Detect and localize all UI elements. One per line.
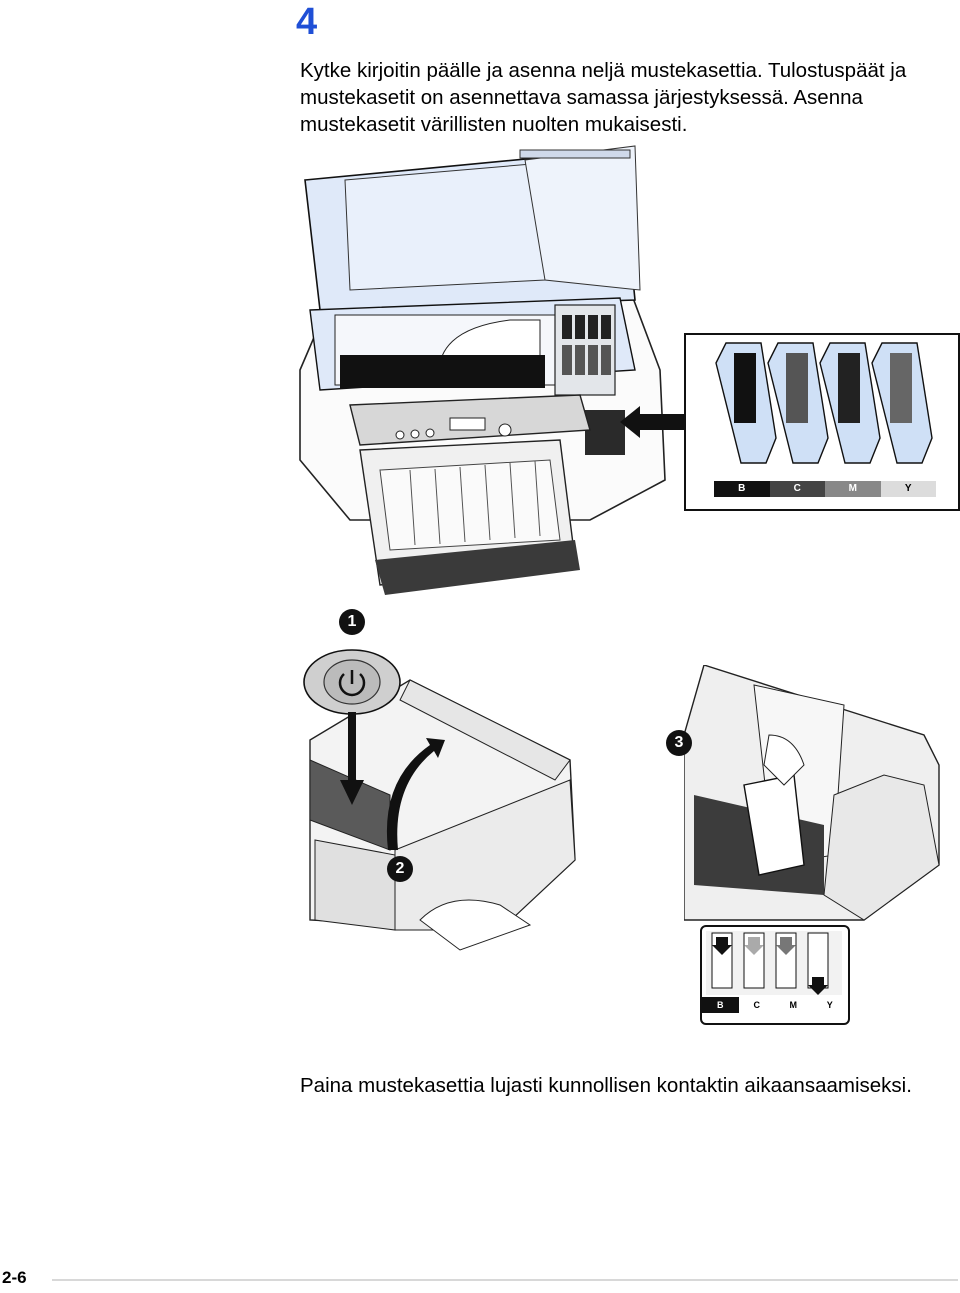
step-badge-1: 1 <box>339 609 365 635</box>
step-number: 4 <box>296 1 318 43</box>
caption-paragraph: Paina mustekasettia lujasti kunnollisen … <box>300 1074 912 1097</box>
power-and-lid-illustration <box>303 649 576 951</box>
cartridge-set-illustration <box>715 342 933 464</box>
slot-label-bar: B C M Y <box>702 997 848 1013</box>
page-number: 2-6 <box>2 1268 27 1287</box>
slot-detail-drawing <box>706 931 842 995</box>
step-badge-1-label: 1 <box>347 613 357 630</box>
color-bar-label-y: Y <box>880 481 936 497</box>
color-bar-label-c: C <box>769 481 825 497</box>
step-badge-3: 3 <box>666 730 692 756</box>
slot-label-y: Y <box>811 997 848 1013</box>
step-badge-2: 2 <box>387 856 413 882</box>
slot-detail-inset: B C M Y <box>700 925 850 1025</box>
insert-cartridge-illustration <box>684 665 940 921</box>
step-badge-3-label: 3 <box>674 734 684 751</box>
slot-label-m: M <box>775 997 812 1013</box>
intro-paragraph: Kytke kirjoitin päälle ja asenna neljä m… <box>300 59 907 136</box>
slot-label-c: C <box>738 997 775 1013</box>
color-bar-label-b: B <box>714 481 770 497</box>
footer-rule <box>52 1279 958 1281</box>
step-badge-2-label: 2 <box>395 860 405 877</box>
color-bar-label-m: M <box>825 481 881 497</box>
cartridge-callout: B C M Y <box>684 333 960 511</box>
slot-label-b: B <box>702 997 739 1013</box>
color-bar: B C M Y <box>714 481 936 497</box>
printer-open-lid-illustration <box>299 145 685 595</box>
